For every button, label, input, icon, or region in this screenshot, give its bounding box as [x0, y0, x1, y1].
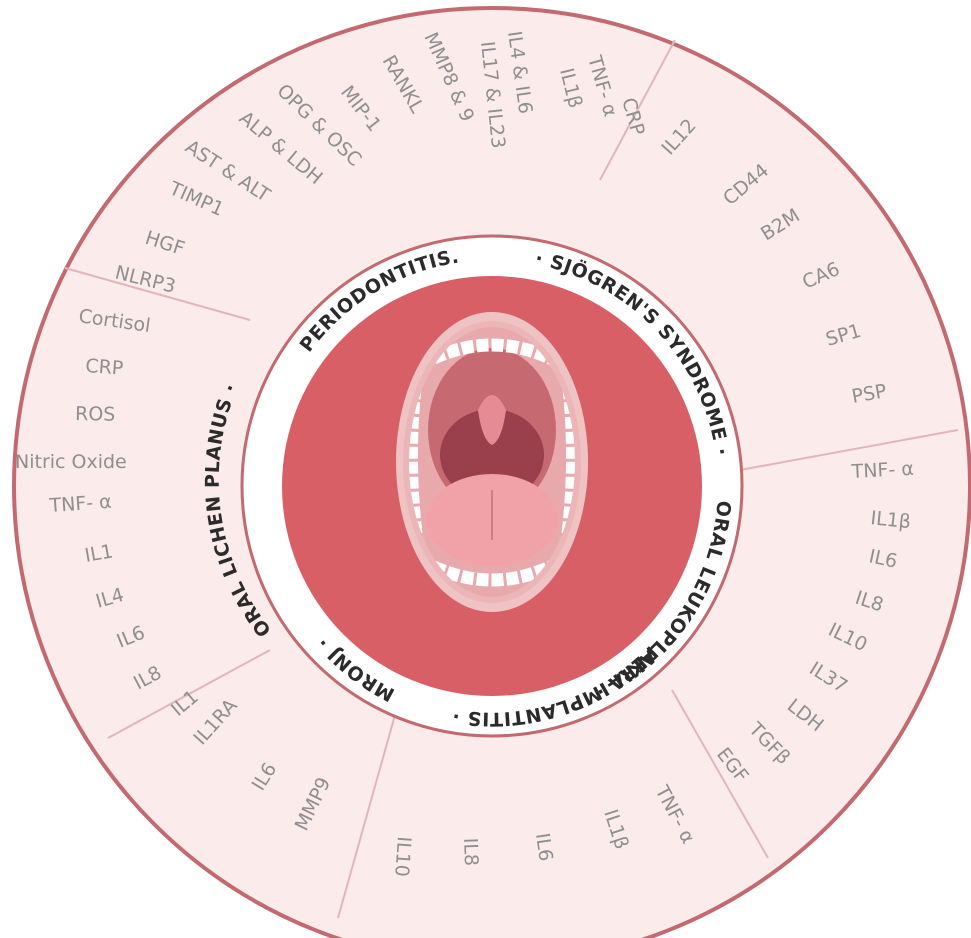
marker-label: TNF- α	[850, 458, 914, 483]
open-mouth-icon	[396, 312, 588, 612]
marker-label: IL1β	[869, 507, 911, 533]
marker-label: TNF- α	[48, 491, 113, 517]
marker-label: Nitric Oxide	[15, 451, 127, 473]
marker-label: IL6	[531, 832, 557, 863]
marker-label: IL8	[459, 837, 482, 866]
marker-label: ROS	[75, 403, 116, 426]
marker-label: IL10	[390, 836, 415, 878]
marker-label: CRP	[85, 355, 124, 380]
